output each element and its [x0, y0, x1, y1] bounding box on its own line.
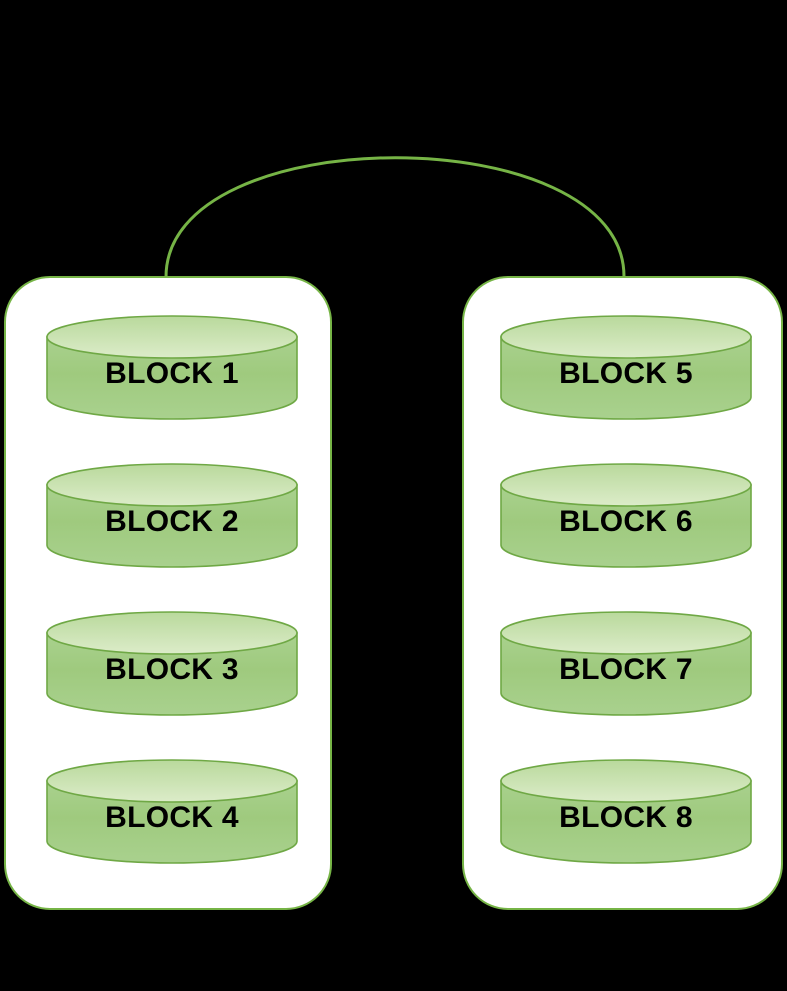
cylinder-icon — [46, 611, 298, 716]
block-label: BLOCK 1 — [105, 357, 239, 390]
cylinder-icon — [46, 463, 298, 568]
block-label: BLOCK 3 — [105, 653, 239, 686]
block-label: BLOCK 4 — [105, 801, 239, 834]
block-item[interactable]: BLOCK 8 — [500, 759, 752, 864]
block-item[interactable]: BLOCK 5 — [500, 315, 752, 420]
cylinder-icon — [500, 759, 752, 864]
cylinder-icon — [500, 611, 752, 716]
block-label: BLOCK 2 — [105, 505, 239, 538]
block-label: BLOCK 8 — [559, 801, 693, 834]
block-label: BLOCK 7 — [559, 653, 693, 686]
node-left[interactable]: BLOCK 1 BLOCK 2 — [4, 276, 332, 910]
cylinder-icon — [46, 315, 298, 420]
block-item[interactable]: BLOCK 1 — [46, 315, 298, 420]
block-item[interactable]: BLOCK 4 — [46, 759, 298, 864]
cylinder-icon — [46, 759, 298, 864]
peer-link-path — [164, 156, 626, 279]
block-item[interactable]: BLOCK 7 — [500, 611, 752, 716]
block-item[interactable]: BLOCK 6 — [500, 463, 752, 568]
node-right[interactable]: BLOCK 5 BLOCK 6 — [462, 276, 783, 910]
block-label: BLOCK 6 — [559, 505, 693, 538]
cylinder-icon — [500, 463, 752, 568]
block-label: BLOCK 5 — [559, 357, 693, 390]
block-item[interactable]: BLOCK 3 — [46, 611, 298, 716]
cylinder-icon — [500, 315, 752, 420]
block-item[interactable]: BLOCK 2 — [46, 463, 298, 568]
